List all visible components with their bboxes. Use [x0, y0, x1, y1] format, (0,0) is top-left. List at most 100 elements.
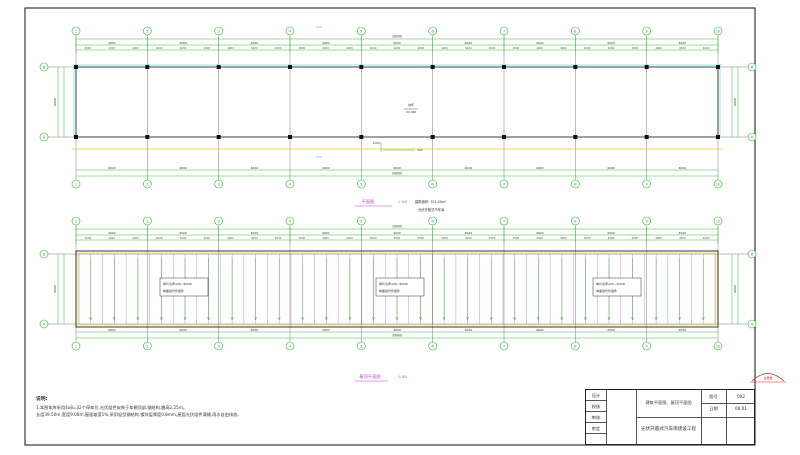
dim-sub-bottom: 4000 [608, 236, 615, 240]
dim-bay-top: 4000 [179, 41, 187, 45]
dim-sub-bottom: 4000 [631, 236, 638, 240]
dim-bay-top: 4000 [465, 41, 473, 45]
dim-sub-top: 4000 [536, 46, 543, 50]
dim-bay-bottom-top: 4000 [536, 166, 544, 170]
roof-outline [75, 250, 719, 328]
dim-bay-bottom-bottom: 4000 [251, 328, 259, 332]
axis-top-top-3-label: 3 [218, 29, 220, 33]
dim-sub-top: 4000 [655, 46, 662, 50]
dim-bay-top: 4000 [679, 41, 687, 45]
panel-label-box [592, 277, 642, 297]
dim-sub-bottom: 4000 [655, 236, 662, 240]
column [359, 65, 364, 69]
axis-top-top-10-label: 10 [716, 29, 721, 33]
axis-top-bottom-3-label: 3 [218, 182, 220, 186]
dim-sub-top: 4000 [299, 46, 306, 50]
plan-type-note: 光伏开敞式汽车库 [418, 207, 445, 212]
dim-depth-left-bottom: 9000 [53, 285, 57, 293]
notes-line-1: 1.本图车库采用4x8=32个停车位,光伏组件安装于车棚顶部,钢结构,檐高2.2… [36, 404, 188, 410]
dim-bay-top: 4000 [108, 41, 116, 45]
tb-sheet-no: 002 [737, 394, 745, 399]
column [359, 135, 364, 139]
dim-depth-right-top: 9000 [733, 98, 737, 106]
column [502, 65, 506, 69]
dim-sub-top: 4000 [489, 46, 496, 50]
tb-divider [606, 390, 607, 444]
spot-level-value: ±0.000 [406, 110, 417, 114]
dim-bay-bottom-top: 4000 [607, 166, 615, 170]
dim-depth-right-bottom: 9000 [733, 285, 737, 293]
dim-sub-top: 4000 [346, 46, 353, 50]
title-block: 设计 校核 审核 审定 建筑平面图、屋顶平面图 光伏开敞式汽车库建设工程 图号 … [585, 389, 755, 445]
dim-sub-top: 4000 [203, 46, 210, 50]
axis-top-top-8-label: 8 [574, 29, 577, 33]
column [502, 135, 506, 139]
axis-top-bottom-2-label: 2 [146, 182, 148, 186]
dim-bay-bottom-bottom: 4000 [607, 328, 615, 332]
spot-level-label: 地坪 [408, 103, 414, 107]
dim-sub-bottom: 4000 [132, 236, 139, 240]
dim-bay-top: 4000 [393, 41, 401, 45]
dim-sub-bottom: 4000 [370, 236, 377, 240]
column [430, 135, 435, 139]
dim-total-top: 39000 [392, 35, 402, 39]
axis-top-bottom-1-label: 1 [75, 182, 77, 186]
plan-area-note: 建筑面积: 351.00m² [415, 199, 447, 204]
axis-top-bottom-8-label: 8 [574, 182, 577, 186]
notes-line-2: 长度39.50m,宽度9.00m,屋面坡度1%,采用轻型钢结构,镀锌层厚度0.8… [36, 412, 242, 417]
axis-top-right-A-label: A [751, 135, 754, 139]
roof-inner-edge [77, 252, 717, 326]
column [288, 135, 292, 139]
dim-sub-top: 4000 [108, 46, 115, 50]
dim-sub-bottom: 4000 [536, 236, 543, 240]
axis-top-left-A-label: A [43, 135, 46, 139]
axis-top-top-1-label: 1 [75, 29, 77, 33]
axis-bottom-top-5-label: 5 [360, 219, 362, 223]
column [216, 135, 221, 139]
notes-heading: 说明: [36, 397, 48, 402]
column [74, 135, 78, 139]
axis-bottom-top-4-label: 4 [289, 219, 292, 223]
dim-sub-bottom: 4000 [394, 236, 401, 240]
plan-title: 平面图 [362, 199, 375, 205]
column [430, 65, 435, 69]
dim-sub-bottom: 4000 [441, 236, 448, 240]
dim-sub-bottom: 4000 [465, 236, 472, 240]
tb-project-name: 光伏开敞式汽车库建设工程 [640, 427, 697, 432]
dim-sub-bottom: 4000 [227, 236, 234, 240]
dim-sub-top: 4000 [156, 46, 163, 50]
axis-bottom-top-7-label: 7 [503, 219, 505, 223]
column [644, 135, 649, 139]
axis-bottom-bottom-3-label: 3 [218, 344, 220, 348]
axis-top-top-2-label: 2 [146, 29, 148, 33]
dim-sub-bottom: 4000 [180, 236, 187, 240]
dim-sub-top: 4000 [132, 46, 139, 50]
dim-bay-bottom: 4000 [393, 231, 401, 235]
dim-sub-bottom: 4000 [584, 236, 591, 240]
axis-bottom-top-1-label: 1 [75, 219, 77, 223]
building-outline [75, 66, 719, 138]
panel-label-line2: 单晶硅光伏组件 [379, 288, 400, 293]
axis-bottom-bottom-2-label: 2 [146, 344, 148, 348]
dim-sub-top: 4000 [180, 46, 187, 50]
dim-sub-top: 4000 [85, 46, 92, 50]
axis-bottom-bottom-9-label: 9 [646, 344, 649, 348]
dim-total-bottom-bottom: 39000 [392, 334, 402, 338]
column [716, 135, 720, 139]
axis-top-left-B-label: B [43, 65, 46, 69]
dim-sub-bottom: 4000 [513, 236, 520, 240]
dim-bay-bottom-bottom: 4000 [536, 328, 544, 332]
axis-top-top-7-label: 7 [503, 29, 505, 33]
dim-sub-bottom: 4000 [679, 236, 686, 240]
plan-scale: 1:100 [398, 200, 407, 204]
callout-b: 500 [418, 148, 423, 152]
axis-top-top-4-label: 4 [289, 29, 292, 33]
axis-bottom-bottom-6-label: 6 [432, 344, 435, 348]
dim-sub-top: 4000 [513, 46, 520, 50]
dim-bay-bottom-bottom: 4000 [108, 328, 116, 332]
dim-bay-bottom-bottom: 4000 [322, 328, 330, 332]
dim-bay-top: 4000 [607, 41, 615, 45]
dim-bay-top: 4000 [536, 41, 544, 45]
dim-bay-bottom: 4000 [536, 231, 544, 235]
